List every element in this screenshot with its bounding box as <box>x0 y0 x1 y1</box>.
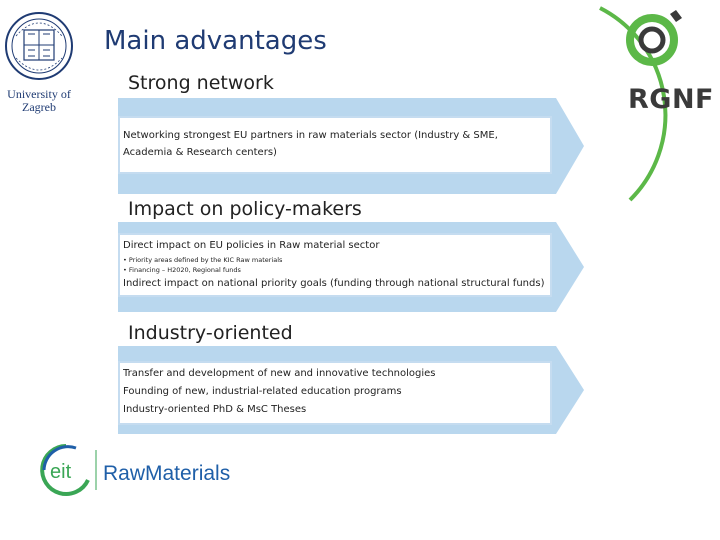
university-logo-line-1: University of <box>7 87 71 101</box>
bullet-item: • Priority areas defined by the KIC Raw … <box>123 256 283 264</box>
section-heading-strong-network: Strong network <box>128 72 274 94</box>
bullet-item: • Financing – H2020, Regional funds <box>123 266 241 274</box>
section-box-strong-network: Networking strongest EU partners in raw … <box>118 116 552 174</box>
section-heading-policy-makers: Impact on policy-makers <box>128 198 362 220</box>
rgnf-logo-text: RGNF <box>628 84 714 115</box>
page-title: Main advantages <box>104 26 327 56</box>
section-text: Industry-oriented PhD & MsC Theses <box>123 404 307 415</box>
university-seal-icon <box>5 12 73 80</box>
section-box-industry-oriented: Transfer and development of new and inno… <box>118 361 552 425</box>
rgnf-logo-icon <box>599 6 682 202</box>
section-box-policy-makers: Direct impact on EU policies in Raw mate… <box>118 233 552 297</box>
section-text: Founding of new, industrial-related educ… <box>123 386 402 397</box>
section-text: Direct impact on EU policies in Raw mate… <box>123 240 380 251</box>
university-logo-text: University of Zagreb <box>0 88 78 114</box>
section-text: Transfer and development of new and inno… <box>123 368 436 379</box>
eit-rawmaterials-logo: eit RawMaterials <box>40 444 230 496</box>
section-heading-industry-oriented: Industry-oriented <box>128 322 293 344</box>
eit-logo-name: RawMaterials <box>103 462 230 485</box>
eit-logo-mark: eit <box>50 461 72 483</box>
section-text: Indirect impact on national priority goa… <box>123 278 545 289</box>
section-text: Networking strongest EU partners in raw … <box>123 130 498 158</box>
university-logo-line-2: Zagreb <box>22 100 56 114</box>
